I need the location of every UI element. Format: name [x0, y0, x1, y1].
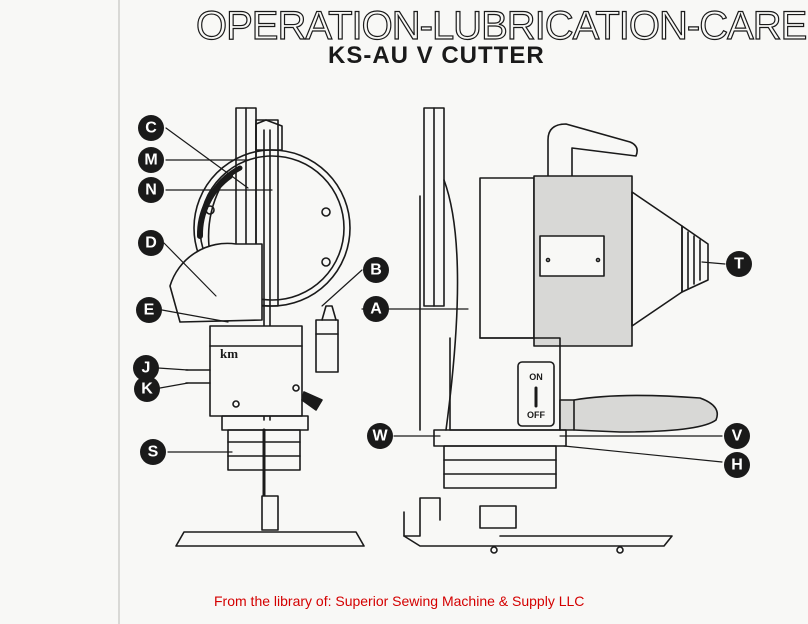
- callout-e: E: [136, 297, 162, 323]
- switch-label-off: OFF: [527, 410, 545, 420]
- callout-c: C: [138, 115, 164, 141]
- callout-k: K: [134, 376, 160, 402]
- callout-a: A: [363, 296, 389, 322]
- svg-text:S: S: [148, 444, 159, 461]
- front-view-illustration: [169, 107, 365, 547]
- callout-h: H: [724, 452, 750, 478]
- callout-t: T: [726, 251, 752, 277]
- svg-text:T: T: [734, 256, 744, 273]
- svg-text:W: W: [372, 428, 388, 445]
- callout-j: J: [133, 355, 159, 381]
- page-fold: [118, 0, 120, 624]
- brand-mark-km: km: [220, 346, 238, 361]
- callout-b: B: [363, 257, 389, 283]
- svg-text:N: N: [145, 182, 157, 199]
- svg-text:K: K: [141, 381, 153, 398]
- svg-text:M: M: [144, 152, 157, 169]
- callout-d: D: [138, 230, 164, 256]
- library-credit: From the library of: Superior Sewing Mac…: [214, 593, 585, 609]
- svg-text:H: H: [731, 457, 743, 474]
- svg-text:C: C: [145, 120, 157, 137]
- page-title: OPERATION-LUBRICATION-CARE: [195, 3, 808, 48]
- side-view-illustration: [403, 107, 719, 554]
- callout-m: M: [138, 147, 164, 173]
- callout-n: N: [138, 177, 164, 203]
- svg-text:E: E: [144, 302, 155, 319]
- switch-label-on: ON: [529, 372, 543, 382]
- svg-text:D: D: [145, 235, 157, 252]
- callout-v: V: [724, 423, 750, 449]
- svg-text:B: B: [370, 262, 382, 279]
- page-subtitle: KS-AU V CUTTER: [328, 42, 545, 69]
- svg-text:V: V: [732, 428, 743, 445]
- leader-lines: [157, 127, 726, 463]
- callout-w: W: [367, 423, 393, 449]
- svg-text:A: A: [370, 301, 382, 318]
- svg-text:J: J: [142, 360, 151, 377]
- callout-s: S: [140, 439, 166, 465]
